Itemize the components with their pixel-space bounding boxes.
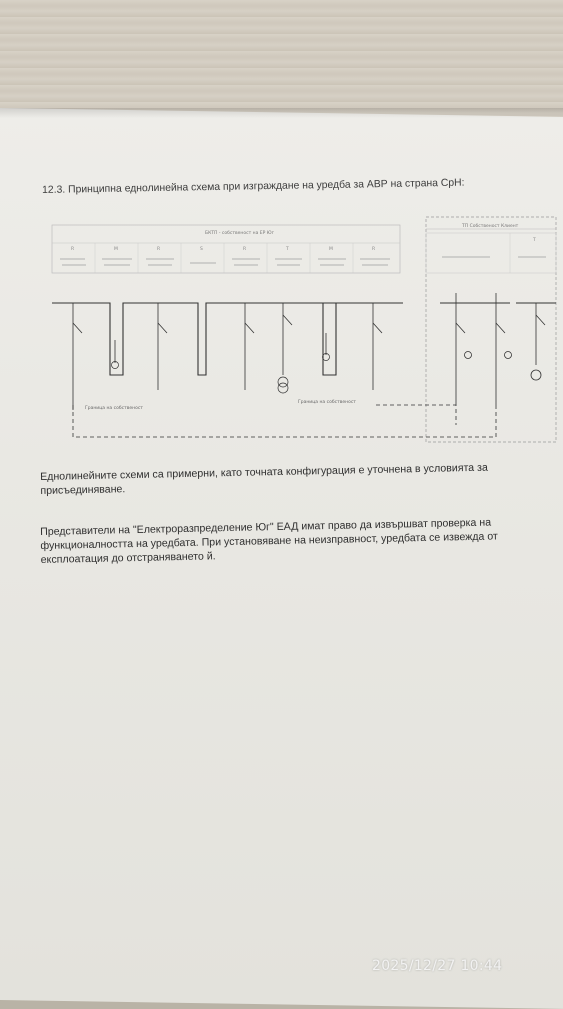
col-label-5: R <box>243 246 246 252</box>
current-transformer-symbols <box>111 353 330 394</box>
col-label-6: T <box>285 246 289 252</box>
col-label-7: M <box>329 246 333 252</box>
bktp-frame <box>51 224 401 274</box>
bktp-column-grid <box>94 243 354 273</box>
paper-edge-shadow <box>0 108 563 118</box>
bktp-busbar <box>52 302 403 376</box>
col-label-4: S <box>200 246 203 252</box>
client-col-label-2: T <box>532 237 536 243</box>
client-tp-title: ТП Собственост Клиент <box>461 223 519 229</box>
photo-timestamp: 2025/12/27 10:44 <box>372 958 503 974</box>
col-label-2: M <box>114 246 118 252</box>
ownership-boundary-lines <box>72 404 497 438</box>
single-line-diagram: БКТП - собственост на ЕР Юг R M R S R T … <box>51 216 557 443</box>
boundary-label-left: Граница на собственост <box>85 405 143 411</box>
bktp-cell-smudges <box>60 258 390 266</box>
bktp-title: БКТП - собственост на ЕР Юг <box>205 230 275 236</box>
bktp-column-labels: R M R S R T M R <box>71 246 375 252</box>
table-surface-background <box>0 0 563 130</box>
client-tp-frame <box>425 216 557 443</box>
col-label-8: R <box>372 246 375 252</box>
col-label-1: R <box>71 246 74 252</box>
boundary-label-right: Граница на собственост <box>298 399 356 405</box>
bktp-feeders <box>72 303 383 410</box>
col-label-3: R <box>157 246 160 252</box>
client-feeders <box>455 293 546 405</box>
